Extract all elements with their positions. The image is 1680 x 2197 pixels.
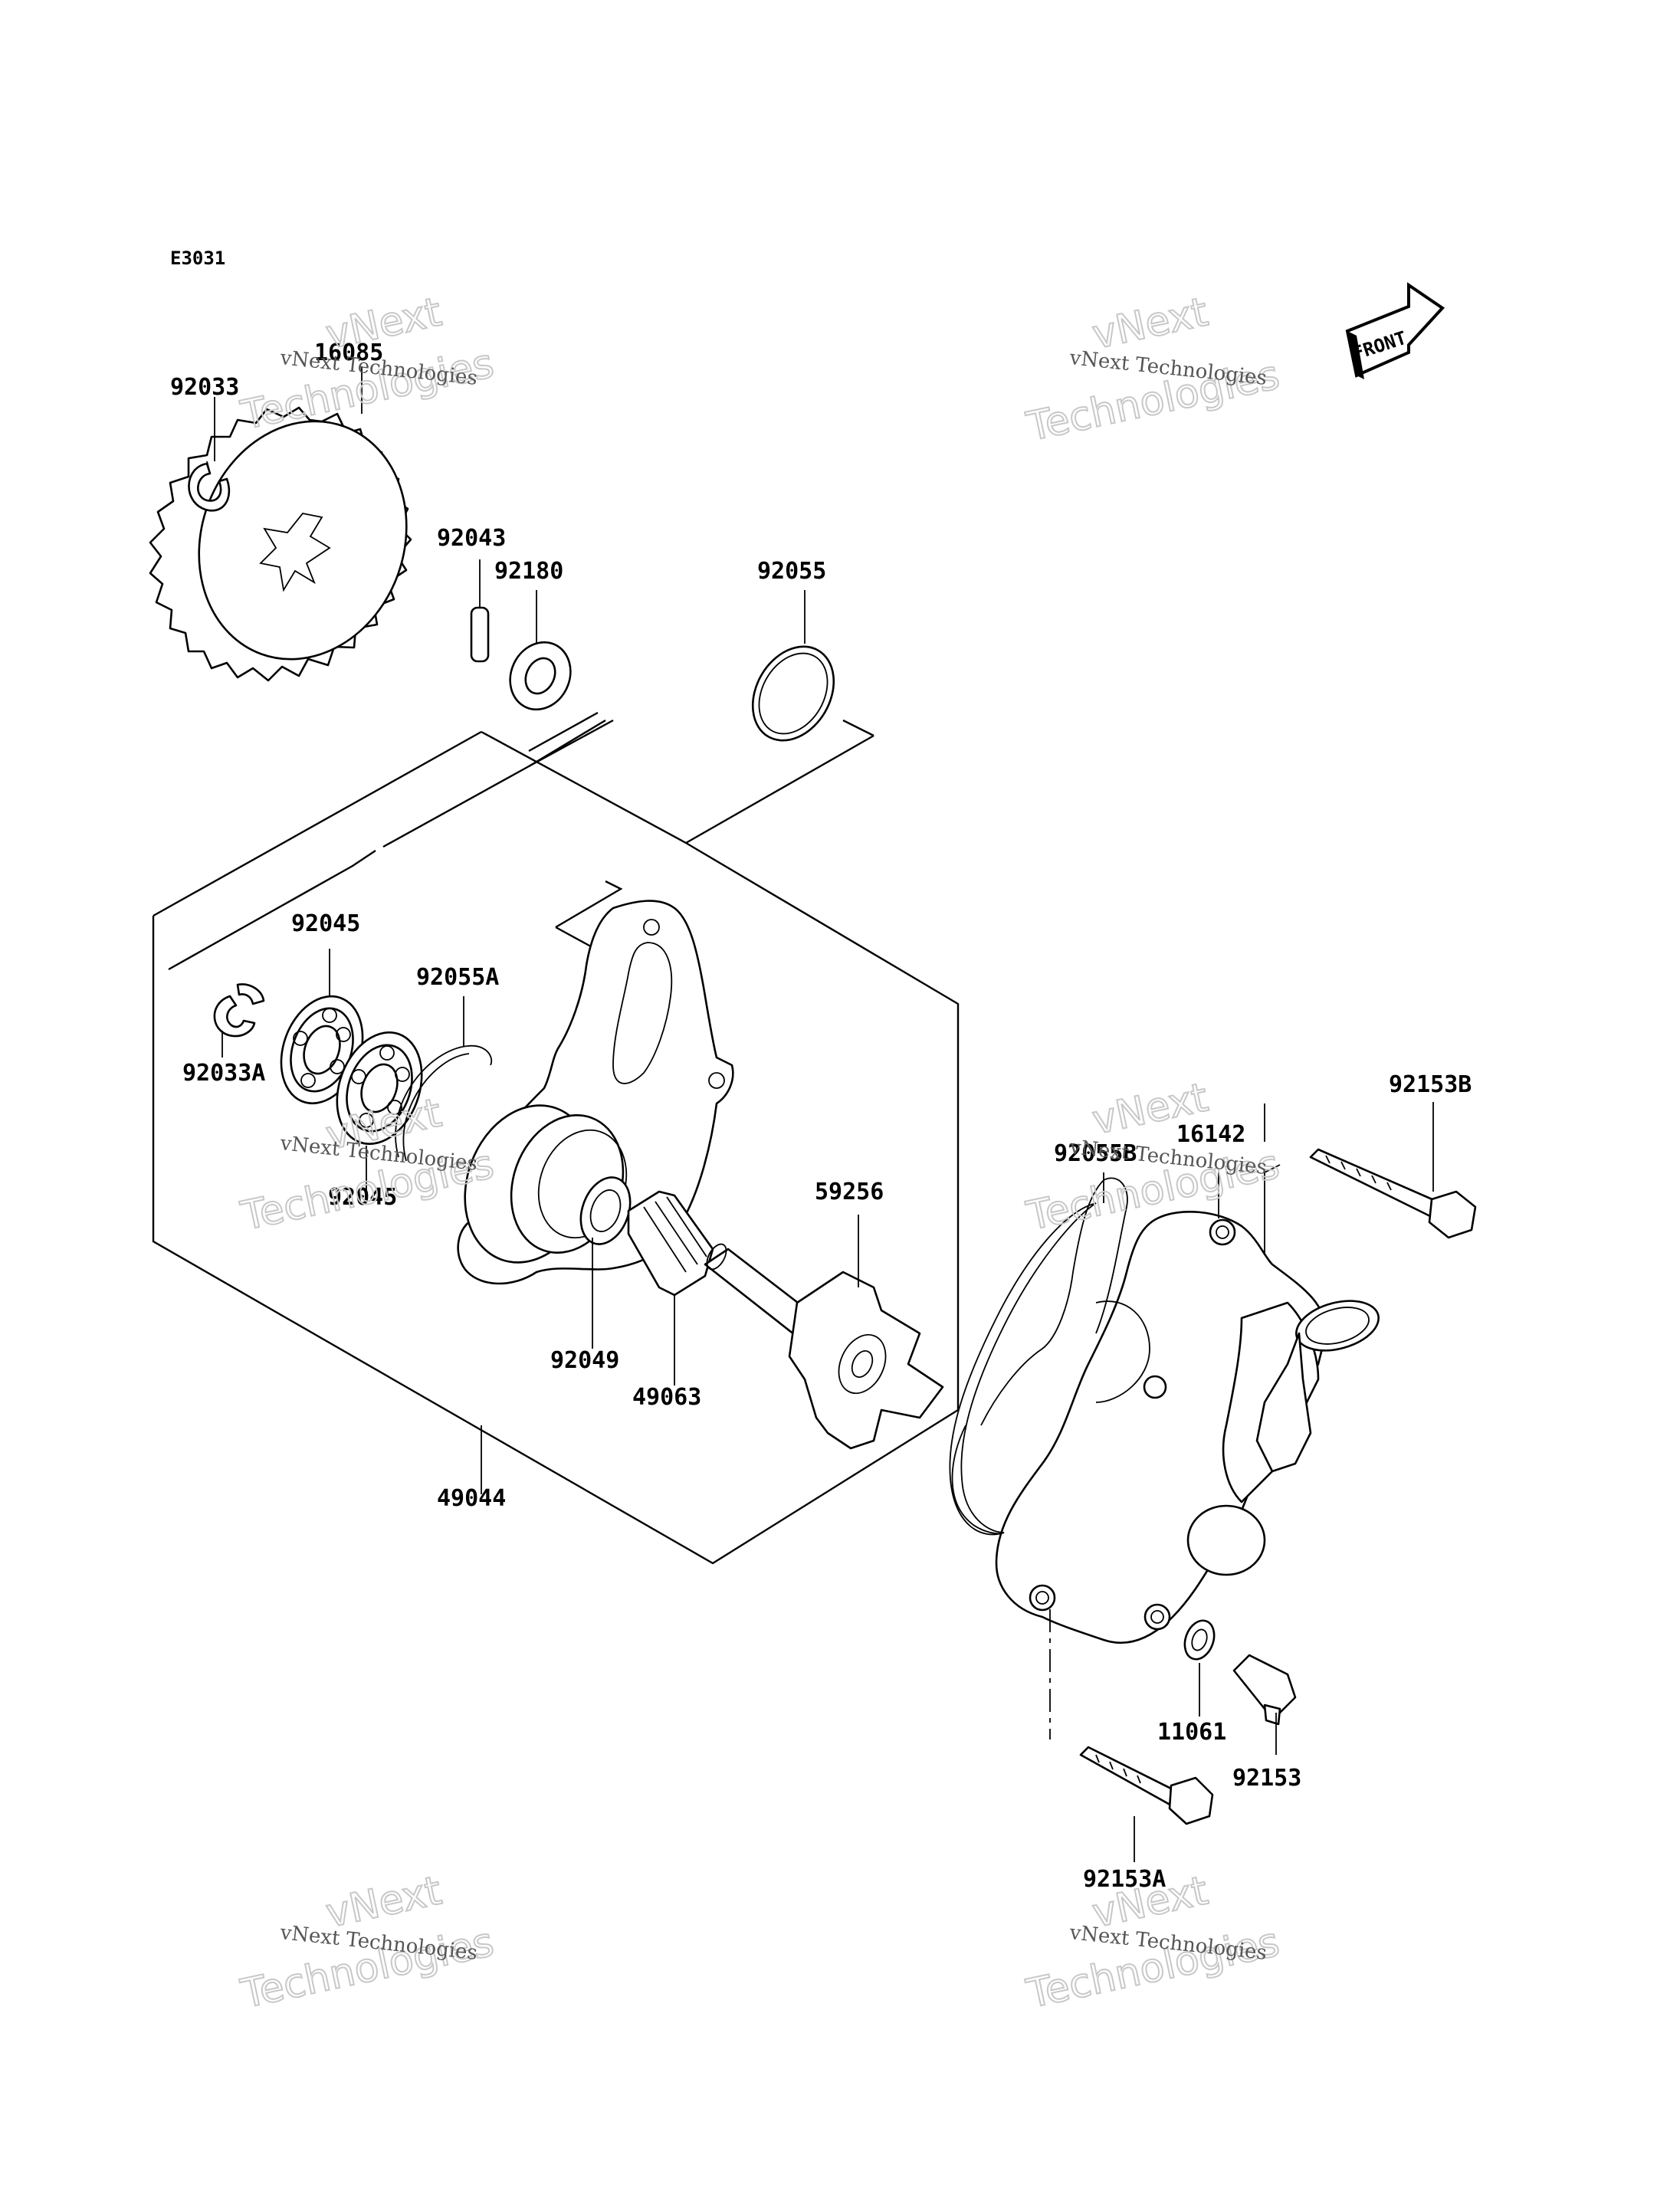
label-59256: 59256	[815, 1179, 884, 1205]
leader-lines	[221, 949, 859, 1494]
label-16085: 16085	[314, 339, 383, 366]
diagram-code: E3031	[170, 248, 225, 269]
label-92153: 92153	[1232, 1765, 1301, 1792]
label-92043: 92043	[437, 525, 506, 552]
oring-92055A	[395, 1044, 493, 1158]
svg-text:vNext: vNext	[322, 1867, 445, 1936]
label-92153B: 92153B	[1389, 1071, 1472, 1098]
pin-92043	[470, 606, 490, 663]
bolt-92153	[1232, 1654, 1297, 1726]
label-92033: 92033	[170, 374, 239, 401]
watermark-mid-left: vNext Technologies vNext Technologies	[236, 1089, 498, 1240]
label-16142: 16142	[1176, 1121, 1245, 1148]
mech-seal-49063	[627, 1190, 714, 1297]
front-arrow-icon: FRONT	[1345, 282, 1445, 379]
label-11061: 11061	[1157, 1719, 1226, 1746]
circlip-92033A	[213, 995, 256, 1038]
label-92180: 92180	[494, 558, 563, 585]
seal-92049	[579, 1176, 632, 1245]
label-92045-bottom: 92045	[328, 1184, 397, 1211]
bolt-92153B	[1309, 1148, 1477, 1239]
label-92049: 92049	[550, 1347, 619, 1374]
label-92055A: 92055A	[416, 964, 499, 991]
pump-housing-49044	[457, 900, 734, 1285]
oring-92055B	[949, 1202, 1097, 1536]
svg-text:vNext: vNext	[322, 289, 445, 358]
label-49063: 49063	[632, 1384, 701, 1411]
circlip-92033	[188, 462, 231, 512]
assembly-outline-49044	[152, 711, 960, 1565]
bearing-92045-bottom	[336, 1031, 423, 1145]
watermark-top-left: vNext Technologies vNext Technologies	[236, 288, 498, 439]
label-92055B: 92055B	[1054, 1140, 1137, 1167]
watermark-bottom-left: vNext Technologies vNext Technologies	[236, 1867, 498, 2018]
watermark-top-right: vNext Technologies vNext Technologies	[1022, 288, 1284, 451]
washer-11061	[1183, 1619, 1216, 1661]
bolt-92153A	[1079, 1746, 1214, 1825]
oring-92055	[751, 645, 835, 742]
label-92045-top: 92045	[291, 910, 360, 937]
label-92033A: 92033A	[182, 1060, 265, 1087]
label-92055: 92055	[757, 558, 826, 585]
washer-92180	[509, 641, 572, 711]
gear-16085	[149, 406, 412, 682]
watermark-bottom-right: vNext Technologies vNext Technologies	[1022, 1867, 1284, 2018]
label-49044: 49044	[437, 1485, 506, 1512]
svg-text:vNext: vNext	[1088, 289, 1212, 358]
pump-cover-16142	[951, 1177, 1380, 1644]
label-92153A: 92153A	[1083, 1866, 1166, 1893]
impeller-59256	[704, 1243, 944, 1450]
